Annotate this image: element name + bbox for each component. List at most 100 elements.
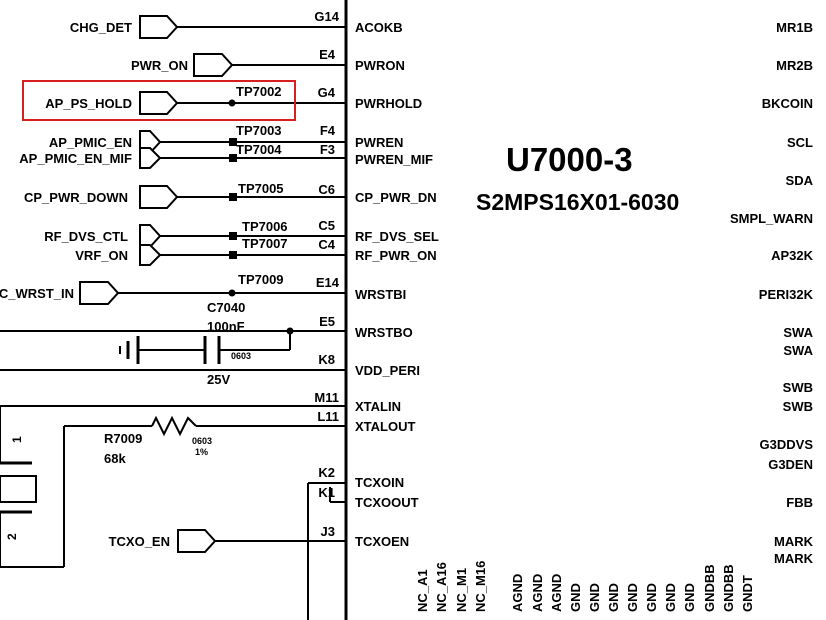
ball-k1: K1 xyxy=(318,485,335,500)
pin-name-wrstbo: WRSTBO xyxy=(355,325,413,340)
pin-swb-1: SWB xyxy=(783,380,813,395)
pin-name-xtalin: XTALIN xyxy=(355,399,401,414)
c7040-package: 0603 xyxy=(231,351,251,361)
pin-gnd-2: GND xyxy=(587,583,602,612)
net-tcxo-en: TCXO_EN xyxy=(109,534,170,549)
c7040-voltage: 25V xyxy=(207,372,230,387)
ball-e14: E14 xyxy=(316,275,340,290)
net-pwr-on: PWR_ON xyxy=(131,58,188,73)
pin-peri32k: PERI32K xyxy=(759,287,814,302)
crystal-pin1: 1 xyxy=(10,436,24,443)
r7009-package: 0603 xyxy=(192,436,212,446)
pin-mr2b: MR2B xyxy=(776,58,813,73)
pin-swa-1: SWA xyxy=(783,325,813,340)
net-connectors xyxy=(79,15,234,553)
ball-f3: F3 xyxy=(320,142,335,157)
pin-smpl-warn: SMPL_WARN xyxy=(730,211,813,226)
connector-chg-det xyxy=(139,15,179,39)
pin-gndt: GNDT xyxy=(740,575,755,612)
pin-gnd-3: GND xyxy=(606,583,621,612)
ball-l11: L11 xyxy=(317,409,339,424)
pin-name-wrstbi: WRSTBI xyxy=(355,287,406,302)
connector-pwr-on xyxy=(193,53,234,77)
pin-gndbb-2: GNDBB xyxy=(721,564,736,612)
pin-nc-m16: NC_M16 xyxy=(473,561,488,612)
ball-g14: G14 xyxy=(314,9,339,24)
right-pins: MR1B MR2B BKCOIN SCL SDA SMPL_WARN AP32K… xyxy=(730,20,814,566)
net-c-wrst-in: C_WRST_IN xyxy=(0,286,74,301)
ball-c6: C6 xyxy=(318,182,335,197)
ic-body xyxy=(344,0,348,620)
connector-c-wrst-in xyxy=(79,281,120,305)
pin-gnd-7: GND xyxy=(682,583,697,612)
net-ap-ps-hold: AP_PS_HOLD xyxy=(45,96,132,111)
pin-name-rf-pwr-on: RF_PWR_ON xyxy=(355,248,437,263)
pin-agnd-3: AGND xyxy=(549,574,564,612)
pin-g3den: G3DEN xyxy=(768,457,813,472)
net-cp-pwr-down: CP_PWR_DOWN xyxy=(24,190,128,205)
ball-g4: G4 xyxy=(318,85,336,100)
pin-nc-a16: NC_A16 xyxy=(434,562,449,612)
connector-tcxo-en xyxy=(177,529,217,553)
pin-nc-a1: NC_A1 xyxy=(415,569,430,612)
chip-name: U7000-3 xyxy=(506,141,633,178)
ball-k2: K2 xyxy=(318,465,335,480)
pin-gnd-4: GND xyxy=(625,583,640,612)
tp7003-label: TP7003 xyxy=(236,123,282,138)
ball-c5: C5 xyxy=(318,218,335,233)
ball-f4: F4 xyxy=(320,123,336,138)
connector-cp-pwr-down xyxy=(139,185,179,209)
connector-rf-dvs-ctl xyxy=(139,224,162,248)
net-rf-dvs-ctl: RF_DVS_CTL xyxy=(44,229,128,244)
tp7002-label: TP7002 xyxy=(236,84,282,99)
pin-sda: SDA xyxy=(786,173,814,188)
ball-j3: J3 xyxy=(321,524,335,539)
pin-agnd-1: AGND xyxy=(510,574,525,612)
pin-agnd-2: AGND xyxy=(530,574,545,612)
pin-gnd-6: GND xyxy=(663,583,678,612)
capacitor-c7040 xyxy=(119,336,290,364)
ball-e4: E4 xyxy=(319,47,336,62)
pin-name-acokb: ACOKB xyxy=(355,20,403,35)
ball-m11: M11 xyxy=(314,390,339,405)
test-point-dots xyxy=(228,99,294,335)
highlight-box xyxy=(22,80,296,121)
net-ap-pmic-en: AP_PMIC_EN xyxy=(49,135,132,150)
pin-name-pwron: PWRON xyxy=(355,58,405,73)
pin-name-vdd-peri: VDD_PERI xyxy=(355,363,420,378)
r7009-value: 68k xyxy=(104,451,126,466)
r7009-ref: R7009 xyxy=(104,431,142,446)
c7040-ref: C7040 xyxy=(207,300,245,315)
pin-nc-m1: NC_M1 xyxy=(454,568,469,612)
pin-bkcoin: BKCOIN xyxy=(762,96,813,111)
pin-name-xtalout: XTALOUT xyxy=(355,419,415,434)
ball-k8: K8 xyxy=(318,352,335,367)
pin-name-pwren-mif: PWREN_MIF xyxy=(355,152,433,167)
tp7009-label: TP7009 xyxy=(238,272,284,287)
ball-c4: C4 xyxy=(318,237,335,252)
pin-gndbb-1: GNDBB xyxy=(702,564,717,612)
pin-name-pwrhold: PWRHOLD xyxy=(355,96,422,111)
ball-e5: E5 xyxy=(319,314,335,329)
connector-ap-pmic-en-mif xyxy=(139,147,162,169)
pin-ap32k: AP32K xyxy=(771,248,814,263)
pin-name-tcxoen: TCXOEN xyxy=(355,534,409,549)
pin-swa-2: SWA xyxy=(783,343,813,358)
pin-swb-2: SWB xyxy=(783,399,813,414)
tp7006-label: TP7006 xyxy=(242,219,288,234)
pin-name-rf-dvs-sel: RF_DVS_SEL xyxy=(355,229,439,244)
connector-vrf-on xyxy=(139,244,162,266)
tp7004-label: TP7004 xyxy=(236,142,282,157)
net-ap-pmic-en-mif: AP_PMIC_EN_MIF xyxy=(19,151,132,166)
pin-scl: SCL xyxy=(787,135,813,150)
net-vrf-on: VRF_ON xyxy=(75,248,128,263)
pin-mark-1: MARK xyxy=(774,534,814,549)
pin-mr1b: MR1B xyxy=(776,20,813,35)
net-chg-det: CHG_DET xyxy=(70,20,132,35)
connector-ap-ps-hold xyxy=(139,91,179,115)
chip-part-number: S2MPS16X01-6030 xyxy=(476,189,679,215)
pin-name-cp-pwr-dn: CP_PWR_DN xyxy=(355,190,437,205)
r7009-tolerance: 1% xyxy=(195,447,208,457)
pin-mark-2: MARK xyxy=(774,551,814,566)
